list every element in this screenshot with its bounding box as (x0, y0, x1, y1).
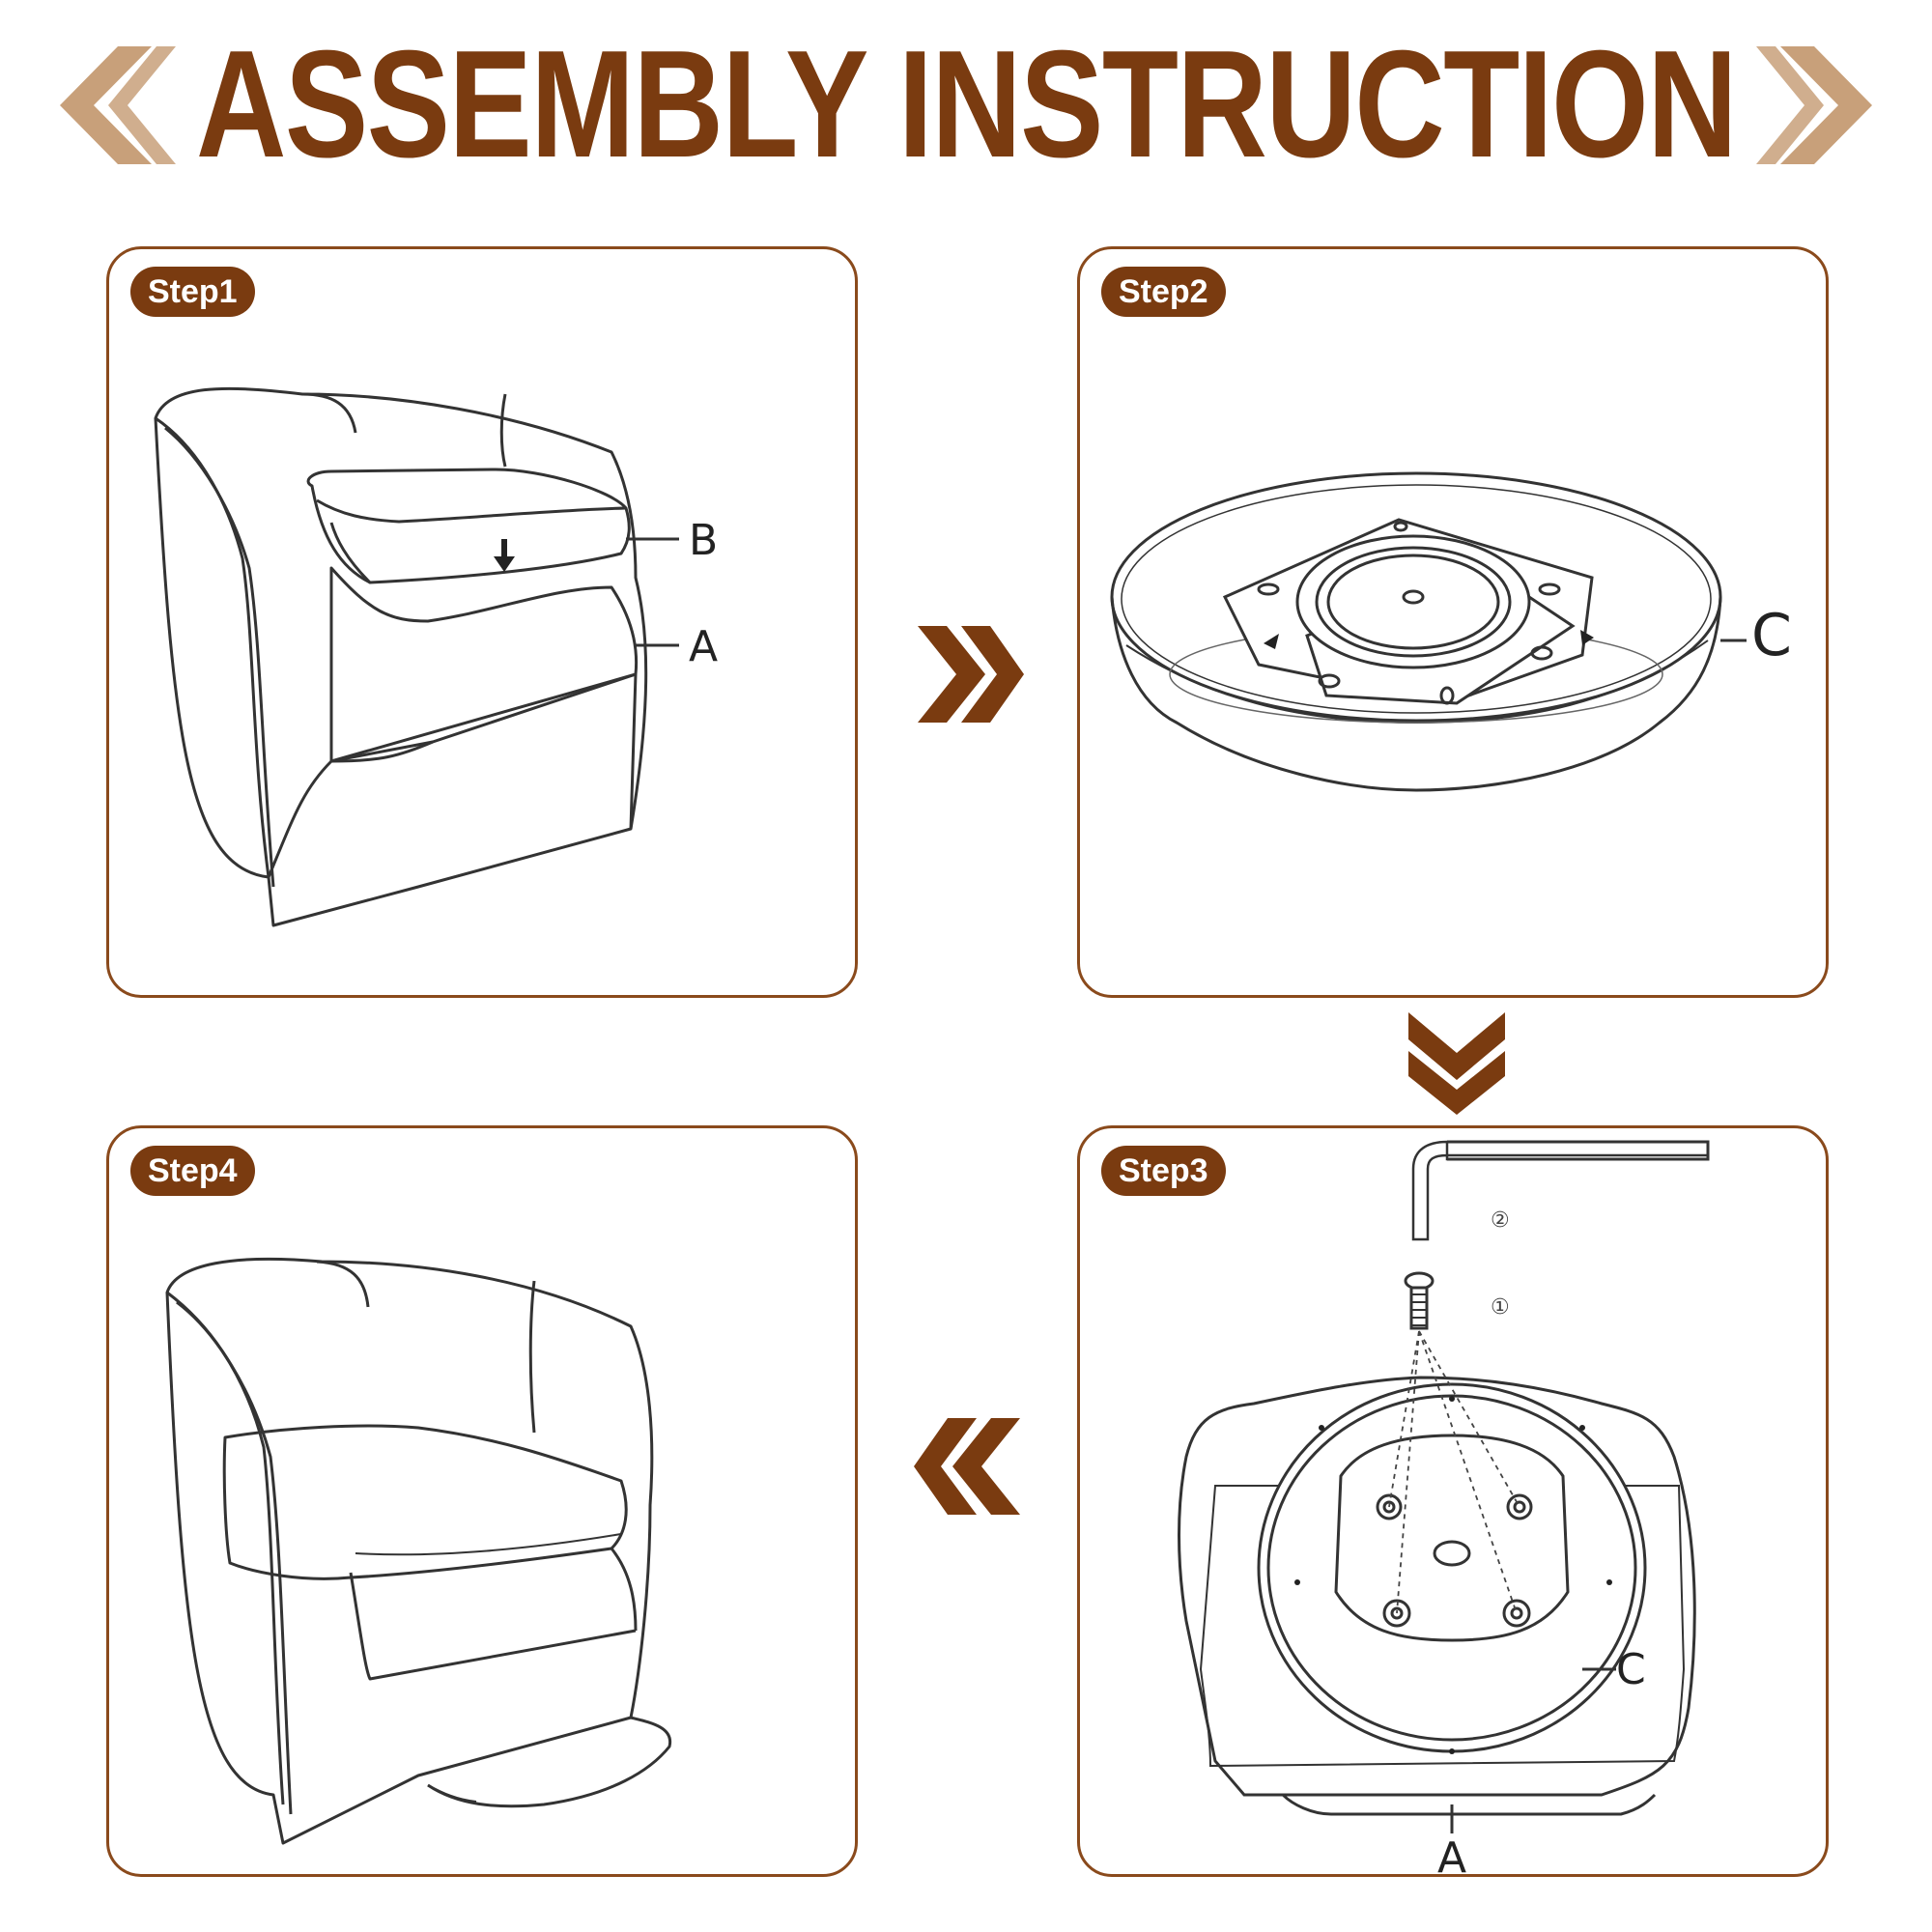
step4-assembled-chair-illustration (165, 1257, 672, 1845)
step1-chair-illustration: B A (154, 386, 718, 927)
arrow-left-icon (914, 1418, 1020, 1515)
arrow-down-icon (1408, 1012, 1505, 1115)
label-c: C (1751, 602, 1792, 669)
title-left-chevrons (60, 46, 176, 164)
step2-badge: Step2 (1101, 267, 1226, 317)
label-step-two: ② (1491, 1208, 1510, 1233)
step1-panel: B A Step1 (106, 246, 858, 998)
step2-panel: C Step2 (1077, 246, 1829, 998)
label-c: C (1616, 1645, 1646, 1694)
label-a: A (1437, 1833, 1466, 1880)
step3-badge: Step3 (1101, 1146, 1226, 1196)
label-a: A (689, 622, 718, 671)
arrow-right-icon (918, 626, 1024, 723)
step3-panel: ② ① C A Step3 (1077, 1125, 1829, 1880)
step1-badge: Step1 (130, 267, 255, 317)
label-step-one: ① (1491, 1295, 1510, 1320)
step2-swivel-base-illustration: C (1110, 471, 1792, 792)
step3-underside-illustration: ② ① C A (1178, 1140, 1710, 1880)
page-title: ASSEMBLY INSTRUCTION (195, 19, 1738, 189)
step4-badge: Step4 (130, 1146, 255, 1196)
step4-panel: Step4 (106, 1125, 858, 1877)
label-b: B (689, 516, 718, 565)
title-right-chevrons (1756, 46, 1872, 164)
